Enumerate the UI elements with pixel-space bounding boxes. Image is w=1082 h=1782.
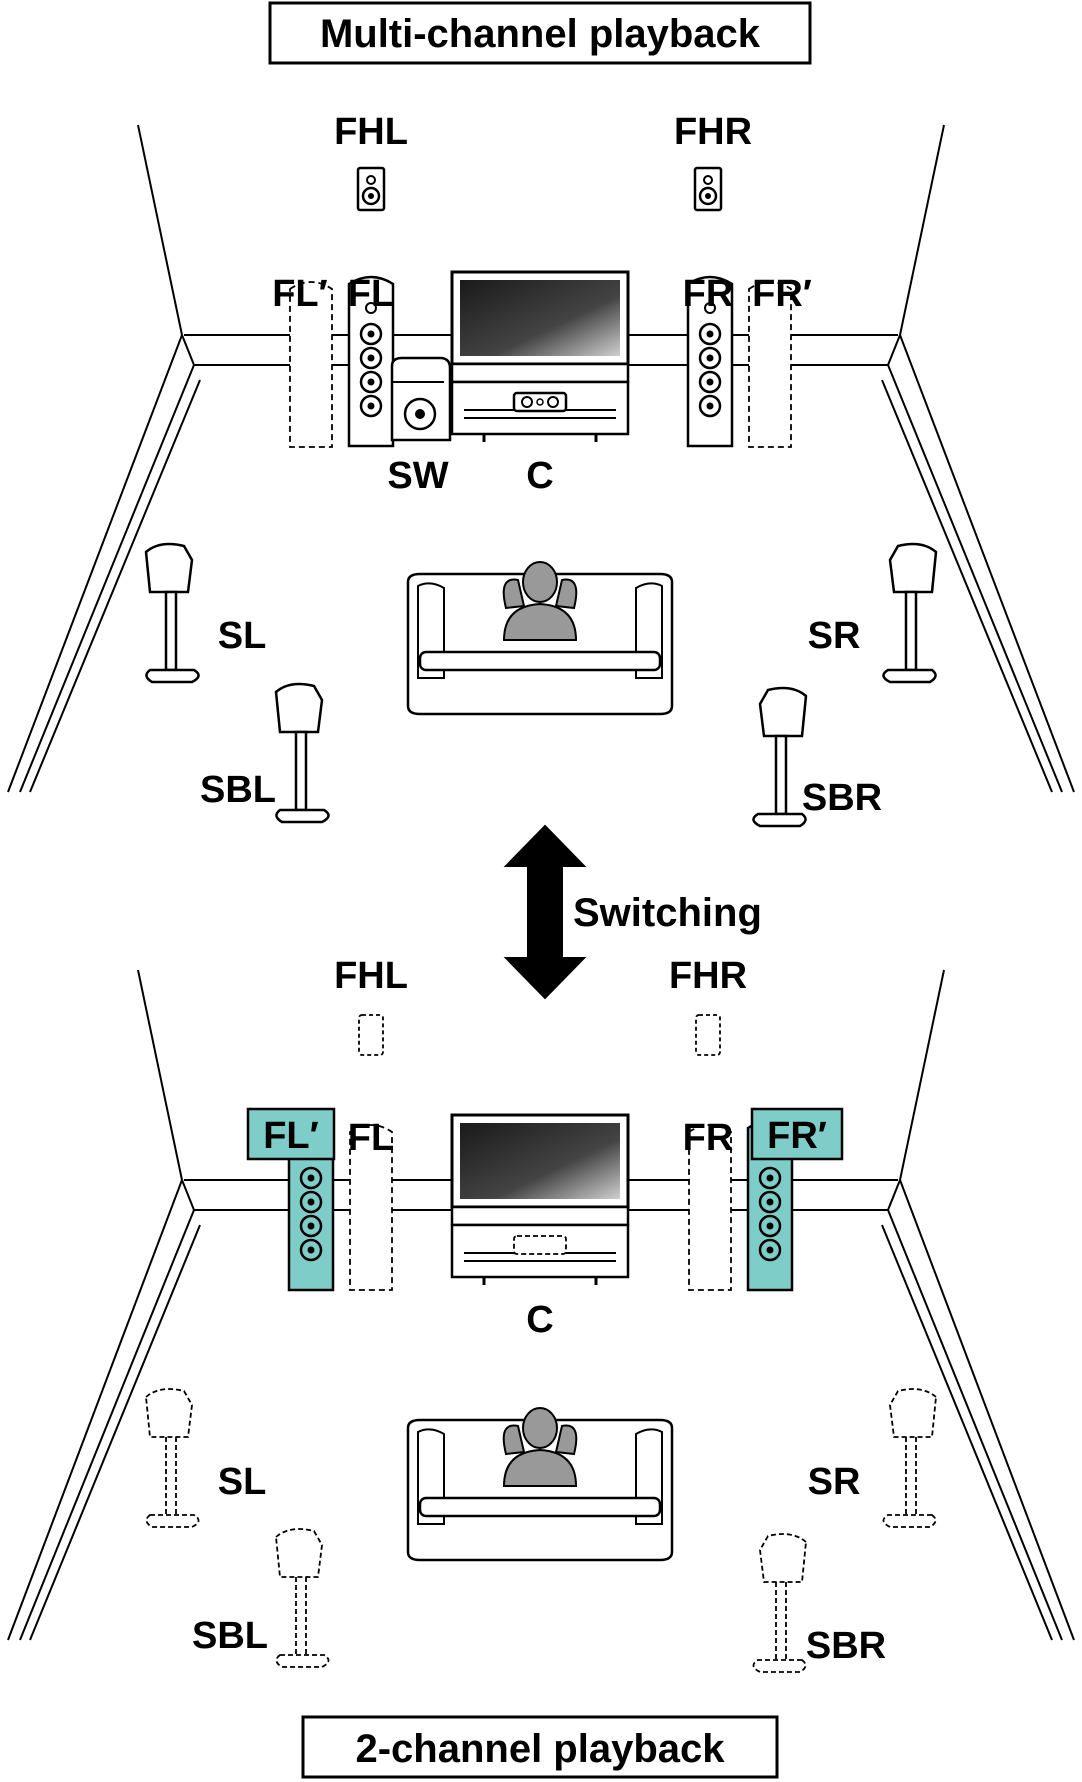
label-sl-top: SL bbox=[218, 615, 267, 657]
label-sbl-top: SBL bbox=[200, 769, 276, 811]
speaker-sbl-bottom bbox=[275, 1528, 330, 1668]
label-fr-prime-bottom-box: FR′ bbox=[750, 1107, 844, 1161]
label-fl-top: FL bbox=[348, 273, 394, 315]
label-sw-top: SW bbox=[387, 455, 448, 497]
tv-top bbox=[450, 270, 630, 384]
center-speaker-top bbox=[512, 391, 568, 413]
title-bottom-text: 2-channel playback bbox=[355, 1727, 725, 1771]
tv-bottom bbox=[450, 1113, 630, 1227]
speaker-sbl-top bbox=[274, 682, 330, 824]
label-sr-top: SR bbox=[808, 615, 861, 657]
label-fl-prime-bottom-box: FL′ bbox=[246, 1107, 336, 1161]
title-top-text: Multi-channel playback bbox=[320, 12, 761, 56]
speaker-sbr-top bbox=[752, 686, 808, 828]
label-fr-prime-top: FR′ bbox=[752, 273, 812, 315]
label-fhl-bottom: FHL bbox=[334, 955, 408, 997]
speaker-fhr-bottom bbox=[695, 1014, 721, 1056]
speaker-fhl-bottom bbox=[358, 1014, 384, 1056]
speaker-sbr-bottom bbox=[752, 1533, 807, 1673]
label-fr-bottom: FR bbox=[683, 1117, 734, 1159]
label-sbr-bottom: SBR bbox=[806, 1625, 886, 1667]
title-top: Multi-channel playback bbox=[268, 1, 812, 65]
label-sbr-top: SBR bbox=[802, 777, 882, 819]
label-fr-prime-bottom: FR′ bbox=[767, 1115, 827, 1157]
label-sbl-bottom: SBL bbox=[192, 1615, 268, 1657]
label-fhr-bottom: FHR bbox=[669, 955, 747, 997]
sofa-listener-top bbox=[406, 560, 674, 716]
label-c-bottom: C bbox=[526, 1299, 553, 1341]
label-fl-bottom: FL bbox=[348, 1117, 394, 1159]
label-c-top: C bbox=[526, 455, 553, 497]
label-sr-bottom: SR bbox=[808, 1461, 861, 1503]
center-speaker-bottom bbox=[513, 1235, 567, 1255]
sofa-listener-bottom bbox=[406, 1406, 674, 1562]
switching-arrow bbox=[503, 824, 587, 1000]
title-bottom: 2-channel playback bbox=[301, 1715, 779, 1779]
label-fhl-top: FHL bbox=[334, 111, 408, 153]
label-fhr-top: FHR bbox=[674, 111, 752, 153]
switching-label: Switching bbox=[573, 891, 762, 935]
speaker-sr-bottom bbox=[882, 1388, 937, 1528]
label-sl-bottom: SL bbox=[218, 1461, 267, 1503]
speaker-sr-top bbox=[882, 542, 938, 684]
label-fl-prime-bottom: FL′ bbox=[263, 1115, 319, 1157]
tv-stand-bottom bbox=[450, 1223, 630, 1285]
speaker-fhr-top bbox=[693, 166, 723, 212]
tv-stand-top bbox=[450, 380, 630, 442]
speaker-fhl-top bbox=[356, 166, 386, 212]
speaker-sl-bottom bbox=[145, 1388, 200, 1528]
label-fl-prime-top: FL′ bbox=[272, 273, 328, 315]
subwoofer-top bbox=[390, 356, 452, 442]
label-fr-top: FR bbox=[683, 273, 734, 315]
speaker-sl-top bbox=[144, 542, 200, 684]
